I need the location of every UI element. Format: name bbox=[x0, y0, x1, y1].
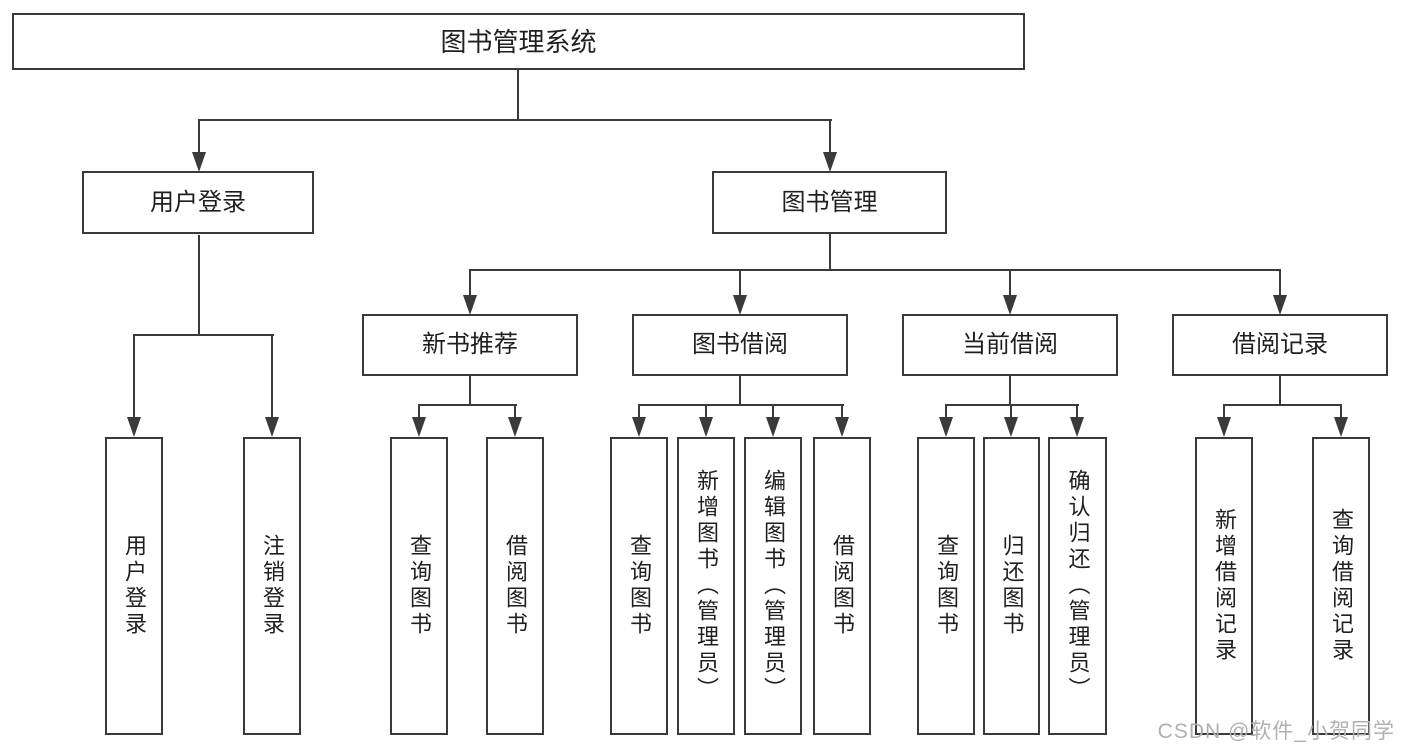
arrow-down-icon bbox=[192, 152, 206, 172]
connector-line-v bbox=[514, 404, 516, 419]
connector-line-v bbox=[1009, 376, 1011, 406]
node-label: 借阅图书 bbox=[503, 534, 528, 638]
connector-line-v bbox=[1223, 404, 1225, 419]
leaf-add-borrow-record: 新增借阅记录 bbox=[1195, 437, 1253, 735]
node-label: 新书推荐 bbox=[422, 331, 518, 358]
connector-line-h bbox=[1223, 404, 1342, 406]
connector-line-v bbox=[469, 269, 471, 297]
node-book-borrow: 图书借阅 bbox=[632, 314, 848, 376]
arrow-down-icon bbox=[733, 295, 747, 315]
node-book-management: 图书管理 bbox=[712, 171, 947, 234]
node-label: 图书管理系统 bbox=[440, 26, 597, 57]
node-label: 当前借阅 bbox=[962, 331, 1058, 358]
connector-line-v bbox=[418, 404, 420, 419]
connector-line-v bbox=[638, 404, 640, 419]
node-root: 图书管理系统 bbox=[12, 13, 1025, 70]
arrow-down-icon bbox=[1070, 417, 1084, 437]
leaf-query-book-1: 查询图书 bbox=[390, 437, 448, 735]
arrow-down-icon bbox=[412, 417, 426, 437]
arrow-down-icon bbox=[1004, 417, 1018, 437]
arrow-down-icon bbox=[265, 417, 279, 437]
connector-line-v bbox=[271, 334, 273, 419]
leaf-borrow-book-2: 借阅图书 bbox=[813, 437, 871, 735]
leaf-edit-book-admin: 编辑图书（管理员） bbox=[744, 437, 802, 735]
node-label: 新增图书（管理员） bbox=[694, 469, 719, 703]
node-label: 查询图书 bbox=[934, 534, 959, 638]
connector-line-v bbox=[198, 235, 200, 336]
connector-line-h bbox=[198, 119, 832, 121]
connector-line-v bbox=[841, 404, 843, 419]
connector-line-v bbox=[945, 404, 947, 419]
connector-line-v bbox=[739, 269, 741, 297]
leaf-query-borrow-record: 查询借阅记录 bbox=[1312, 437, 1370, 735]
arrow-down-icon bbox=[823, 152, 837, 172]
arrow-down-icon bbox=[1217, 417, 1231, 437]
node-label: 查询图书 bbox=[407, 534, 432, 638]
node-new-book-recommend: 新书推荐 bbox=[362, 314, 578, 376]
leaf-confirm-return-admin: 确认归还（管理员） bbox=[1048, 437, 1107, 735]
node-label: 归还图书 bbox=[999, 534, 1025, 638]
connector-line-v bbox=[198, 119, 200, 155]
arrow-down-icon bbox=[835, 417, 849, 437]
connector-line-v bbox=[1279, 376, 1281, 406]
node-label: 查询借阅记录 bbox=[1329, 508, 1354, 664]
arrow-down-icon bbox=[632, 417, 646, 437]
leaf-add-book-admin: 新增图书（管理员） bbox=[677, 437, 735, 735]
node-label: 查询图书 bbox=[627, 534, 652, 638]
node-label: 用户登录 bbox=[150, 188, 246, 216]
node-current-borrow: 当前借阅 bbox=[902, 314, 1118, 376]
node-label: 借阅图书 bbox=[830, 534, 855, 638]
arrow-down-icon bbox=[939, 417, 953, 437]
arrow-down-icon bbox=[127, 417, 141, 437]
arrow-down-icon bbox=[1003, 295, 1017, 315]
arrow-down-icon bbox=[1273, 295, 1287, 315]
leaf-return-book: 归还图书 bbox=[983, 437, 1040, 735]
node-label: 图书借阅 bbox=[692, 331, 788, 358]
connector-line-v bbox=[1279, 269, 1281, 297]
leaf-query-book-3: 查询图书 bbox=[917, 437, 975, 735]
node-label: 用户登录 bbox=[122, 534, 147, 638]
connector-line-h bbox=[945, 404, 1079, 406]
node-label: 图书管理 bbox=[781, 188, 878, 216]
connector-line-v bbox=[1076, 404, 1078, 419]
arrow-down-icon bbox=[1334, 417, 1348, 437]
connector-line-v bbox=[1340, 404, 1342, 419]
leaf-borrow-book-1: 借阅图书 bbox=[486, 437, 544, 735]
node-label: 借阅记录 bbox=[1232, 331, 1328, 358]
arrow-down-icon bbox=[508, 417, 522, 437]
connector-line-h bbox=[418, 404, 517, 406]
connector-line-h bbox=[133, 334, 274, 336]
connector-line-v bbox=[739, 376, 741, 406]
node-user-login: 用户登录 bbox=[82, 171, 314, 234]
connector-line-v bbox=[517, 70, 519, 121]
connector-line-v bbox=[469, 376, 471, 406]
connector-line-v bbox=[1009, 269, 1011, 297]
connector-line-v bbox=[829, 234, 831, 271]
leaf-user-login: 用户登录 bbox=[105, 437, 163, 735]
connector-line-h bbox=[638, 404, 844, 406]
connector-line-v bbox=[829, 119, 831, 155]
connector-line-v bbox=[133, 334, 135, 419]
arrow-down-icon bbox=[699, 417, 713, 437]
leaf-query-book-2: 查询图书 bbox=[610, 437, 668, 735]
connector-line-v bbox=[772, 404, 774, 419]
node-label: 注销登录 bbox=[260, 534, 285, 638]
leaf-logout: 注销登录 bbox=[243, 437, 301, 735]
connector-line-v bbox=[705, 404, 707, 419]
connector-line-v bbox=[1010, 404, 1012, 419]
arrow-down-icon bbox=[463, 295, 477, 315]
arrow-down-icon bbox=[766, 417, 780, 437]
node-label: 新增借阅记录 bbox=[1212, 508, 1237, 664]
node-label: 编辑图书（管理员） bbox=[761, 469, 786, 703]
connector-line-h bbox=[469, 269, 1281, 271]
node-borrow-record: 借阅记录 bbox=[1172, 314, 1388, 376]
node-label: 确认归还（管理员） bbox=[1065, 469, 1091, 703]
